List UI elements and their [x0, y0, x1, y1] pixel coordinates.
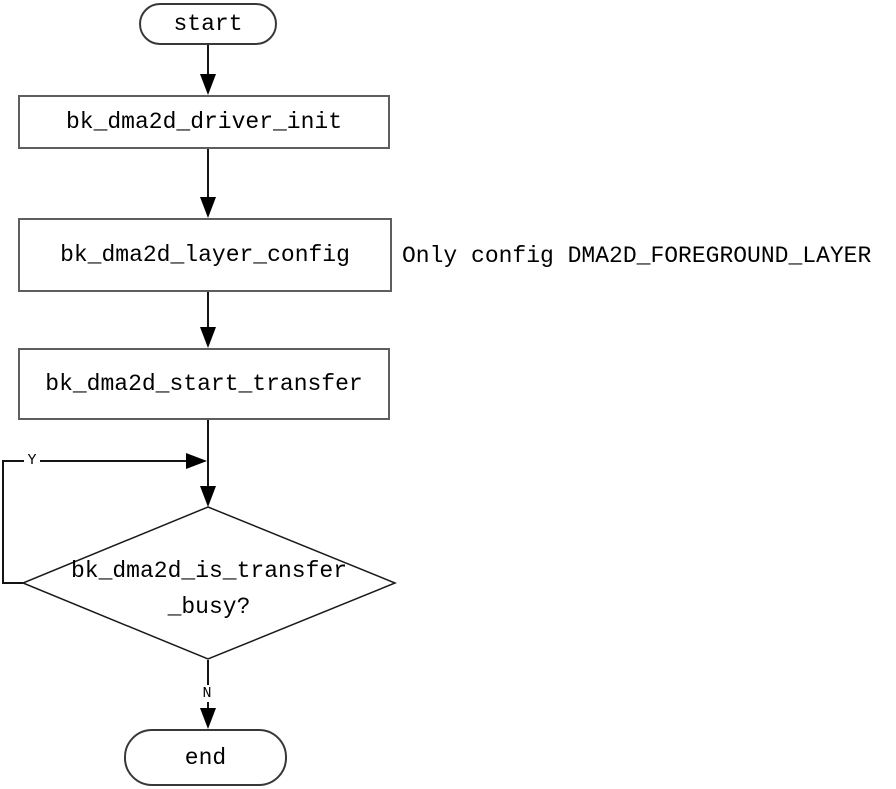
edge-yes-horizontal — [2, 460, 187, 462]
arrowhead-down-icon — [200, 708, 216, 729]
node-start-transfer: bk_dma2d_start_transfer — [18, 348, 390, 420]
node-driver-init: bk_dma2d_driver_init — [18, 95, 390, 149]
node-decision-shape — [21, 506, 397, 660]
node-end-label: end — [184, 744, 227, 771]
node-decision-label-line1: bk_dma2d_is_transfer — [70, 558, 348, 584]
edge-start-to-driver-init — [207, 45, 209, 77]
node-start-label: start — [173, 11, 243, 37]
edge-start-transfer-to-decision — [207, 420, 209, 488]
node-start-transfer-label: bk_dma2d_start_transfer — [45, 371, 363, 397]
edge-layer-config-to-start-transfer — [207, 292, 209, 330]
node-decision-label-line2: _busy? — [167, 594, 251, 620]
edge-yes-rail — [2, 460, 4, 583]
node-layer-config: bk_dma2d_layer_config — [18, 218, 392, 292]
node-layer-config-label: bk_dma2d_layer_config — [60, 242, 350, 268]
arrowhead-right-icon — [186, 453, 207, 469]
edge-label-no: N — [199, 685, 215, 702]
arrowhead-down-icon — [200, 327, 216, 348]
arrowhead-down-icon — [200, 486, 216, 507]
edge-label-yes: Y — [24, 452, 40, 469]
edge-yes-stub — [2, 582, 23, 584]
node-decision-label: bk_dma2d_is_transfer _busy? — [21, 553, 397, 625]
arrowhead-down-icon — [200, 74, 216, 95]
node-start: start — [139, 3, 277, 45]
arrowhead-down-icon — [200, 197, 216, 218]
layer-config-annotation: Only config DMA2D_FOREGROUND_LAYER — [402, 243, 872, 269]
node-end: end — [124, 729, 287, 786]
edge-driver-init-to-layer-config — [207, 149, 209, 199]
node-driver-init-label: bk_dma2d_driver_init — [65, 109, 343, 135]
